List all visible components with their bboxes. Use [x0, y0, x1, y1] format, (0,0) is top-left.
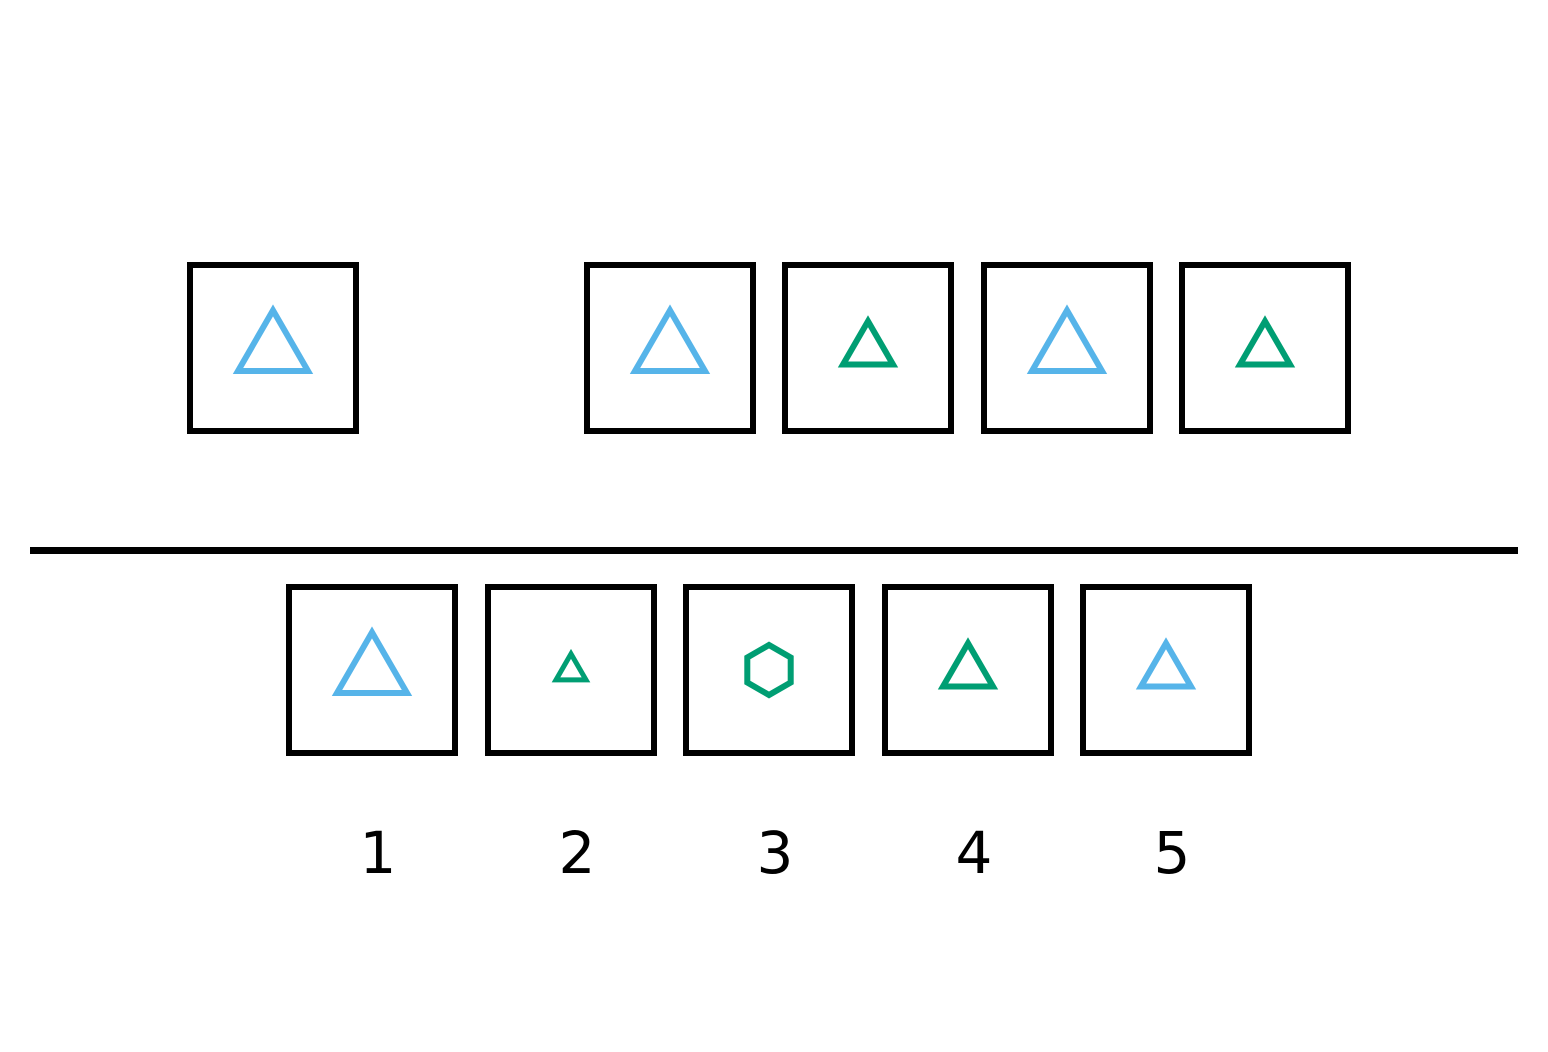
option-1[interactable]	[286, 584, 458, 756]
sequence-cell-3	[584, 262, 756, 434]
triangle-shape	[331, 626, 413, 696]
triangle-shape	[232, 304, 314, 374]
sequence-cell-6	[1179, 262, 1351, 434]
triangle-icon	[937, 637, 999, 690]
divider-line	[30, 547, 1518, 554]
triangle-shape	[837, 315, 899, 368]
triangle-shape	[629, 304, 711, 374]
hexagon-icon	[744, 641, 794, 699]
triangle-shape	[551, 648, 591, 683]
triangle-icon	[1135, 637, 1197, 690]
triangle-icon	[629, 304, 711, 374]
option-5[interactable]	[1080, 584, 1252, 756]
sequence-cell-1	[187, 262, 359, 434]
triangle-shape	[1234, 315, 1296, 368]
sequence-cell-5	[981, 262, 1153, 434]
triangle-shape	[1135, 637, 1197, 690]
option-4[interactable]	[882, 584, 1054, 756]
sequence-cell-4	[782, 262, 954, 434]
triangle-shape	[1026, 304, 1108, 374]
option-label-1: 1	[359, 819, 397, 887]
option-label-2: 2	[558, 819, 596, 887]
option-2[interactable]	[485, 584, 657, 756]
triangle-shape	[937, 637, 999, 690]
hexagon-shape	[744, 641, 794, 699]
triangle-icon	[1026, 304, 1108, 374]
triangle-icon	[837, 315, 899, 368]
option-3[interactable]	[683, 584, 855, 756]
triangle-icon	[331, 626, 413, 696]
triangle-icon	[1234, 315, 1296, 368]
option-label-4: 4	[955, 819, 993, 887]
triangle-icon	[232, 304, 314, 374]
option-label-5: 5	[1153, 819, 1191, 887]
triangle-icon	[551, 648, 591, 683]
option-label-3: 3	[756, 819, 794, 887]
